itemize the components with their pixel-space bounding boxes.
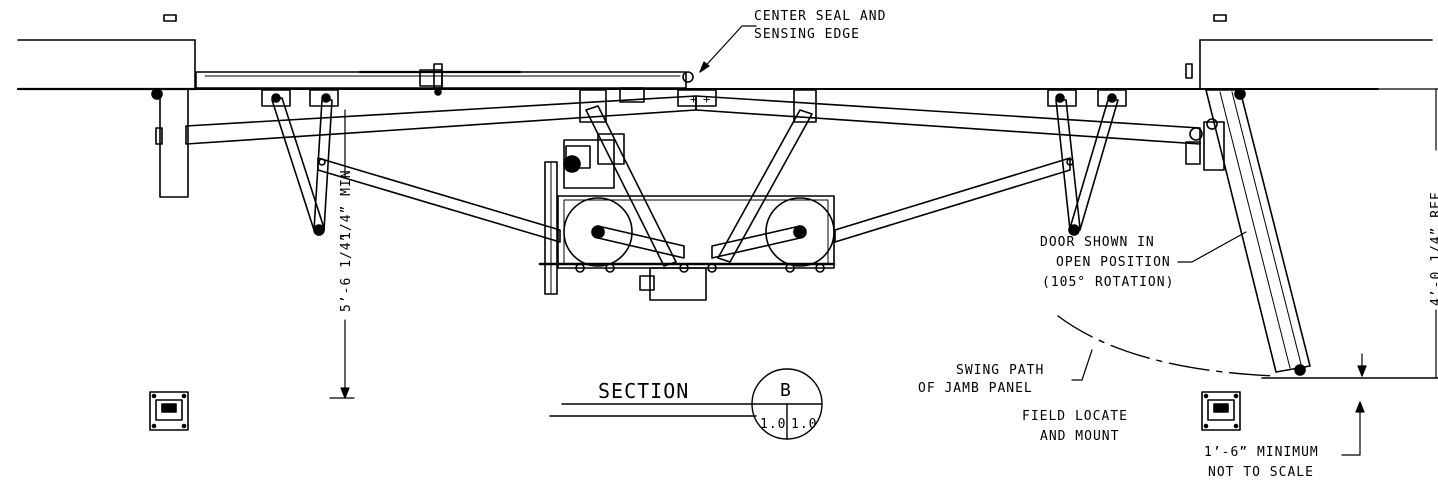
- not-to-scale-note: NOT TO SCALE: [1208, 465, 1314, 480]
- left-wall: [16, 39, 197, 198]
- door-shown-label-2: OPEN POSITION: [1056, 255, 1171, 270]
- section-marker: [549, 368, 823, 440]
- operator-arms: [585, 105, 813, 267]
- dim-56-label: 5’-6 1/4”: [339, 233, 354, 312]
- section-word: SECTION: [598, 379, 689, 403]
- swing-path-label-2: OF JAMB PANEL: [918, 381, 1033, 396]
- right-wall: [1185, 39, 1433, 90]
- field-locate-label-1: FIELD LOCATE: [1022, 409, 1128, 424]
- leader-door-shown: [1177, 231, 1247, 263]
- hanging-links-right: [1055, 99, 1119, 236]
- minimum-note: 1’-6” MINIMUM: [1204, 445, 1319, 460]
- dim-vertical-left: [329, 109, 355, 399]
- center-seal-label-1: CENTER SEAL AND: [754, 9, 886, 24]
- svg-text:+: +: [703, 92, 711, 106]
- dim-vertical-right: [1357, 88, 1438, 379]
- leader-center-seal: [699, 25, 757, 73]
- door-shown-label-1: DOOR SHOWN IN: [1040, 235, 1155, 250]
- section-ref-right: 1.0: [791, 417, 817, 432]
- svg-text:+: +: [690, 92, 698, 106]
- section-letter: B: [780, 380, 792, 401]
- operator-assembly: [538, 133, 836, 301]
- mount-plate-left: [149, 391, 189, 431]
- mount-plate-right: [1201, 391, 1241, 431]
- section-ref-left: 1.0: [760, 417, 786, 432]
- open-door-panel: [1185, 88, 1311, 376]
- field-locate-label-2: AND MOUNT: [1040, 429, 1119, 444]
- leader-swing-path: [1071, 349, 1093, 381]
- dim-min-label: 1/4” MIN: [339, 169, 354, 240]
- center-seal-label-2: SENSING EDGE: [754, 27, 860, 42]
- door-shown-label-3: (105° ROTATION): [1042, 275, 1174, 290]
- top-markers: [163, 14, 1227, 22]
- leader-minimum: [1341, 401, 1365, 456]
- dim-right-label: 4’-0 1/4” REF: [1429, 191, 1438, 306]
- swing-path-arc: [1057, 315, 1277, 377]
- hanging-links-left: [271, 97, 333, 236]
- door-panel-top: [195, 63, 694, 96]
- swing-path-label-1: SWING PATH: [956, 363, 1044, 378]
